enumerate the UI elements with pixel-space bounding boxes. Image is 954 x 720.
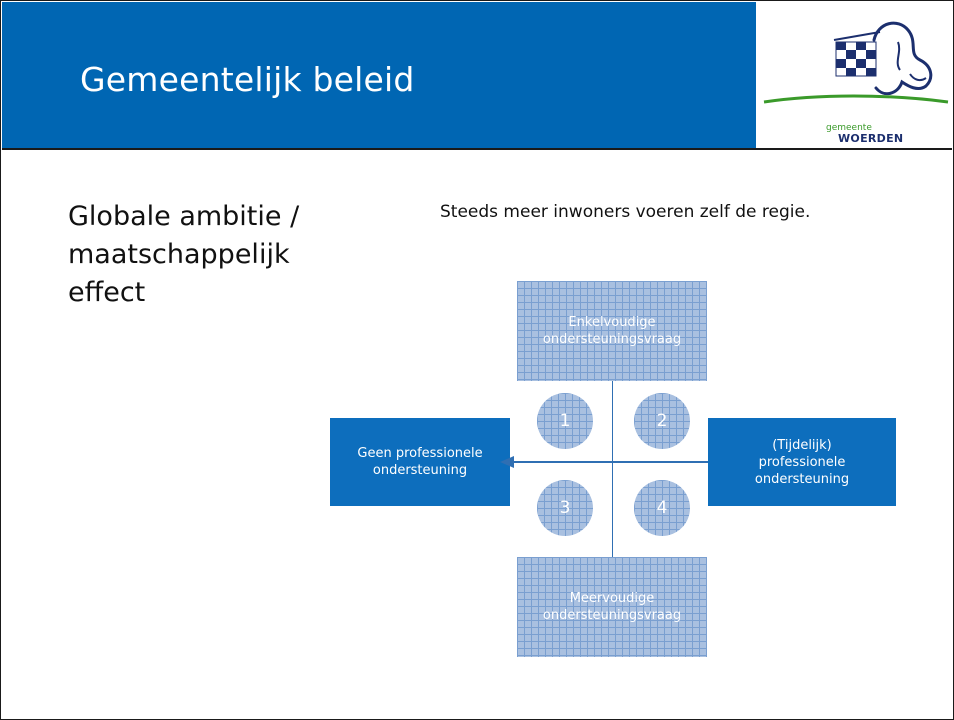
ambition-heading: Globale ambitie / maatschappelijk effect	[68, 198, 368, 312]
bottom-box-line-2: ondersteuningsvraag	[542, 608, 682, 623]
woerden-logo: gemeente WOERDEN	[758, 2, 952, 148]
slide-title: Gemeentelijk beleid	[80, 60, 415, 99]
left-box-no-professional-support: Geen professionele ondersteuning	[330, 418, 510, 506]
ambition-line-2: maatschappelijk	[68, 239, 290, 270]
right-box-line-1: (Tijdelijk)	[772, 437, 832, 453]
ambition-line-3: effect	[68, 277, 146, 308]
right-box-line-2: professionele	[758, 454, 846, 470]
logo-emblem-icon	[763, 21, 949, 104]
bottom-box-multiple-need: Meervoudige ondersteuningsvraag	[517, 557, 707, 657]
ambition-line-1: Globale ambitie /	[68, 201, 300, 232]
header-bar: Gemeentelijk beleid	[2, 2, 756, 148]
arrow-left-icon	[500, 456, 708, 468]
quadrant-3: 3	[537, 480, 593, 536]
header-divider	[2, 148, 952, 150]
left-box-line-2: ondersteuning	[372, 463, 468, 478]
top-box-line-2: ondersteuningsvraag	[542, 332, 682, 347]
right-box-line-3: ondersteuning	[754, 471, 850, 487]
quadrant-4: 4	[634, 480, 690, 536]
bottom-box-line-1: Meervoudige	[569, 591, 655, 606]
statement-text: Steeds meer inwoners voeren zelf de regi…	[440, 202, 811, 222]
logo-text-gemeente: gemeente	[826, 123, 872, 133]
top-box-single-need: Enkelvoudige ondersteuningsvraag	[517, 281, 707, 381]
right-box-professional-support: (Tijdelijk) professionele ondersteuning	[708, 418, 896, 506]
left-box-line-1: Geen professionele	[357, 446, 483, 461]
quadrant-2: 2	[634, 393, 690, 449]
logo-text-woerden: WOERDEN	[838, 132, 904, 145]
top-box-line-1: Enkelvoudige	[568, 315, 656, 330]
vertical-axis-line	[612, 370, 613, 558]
quadrant-1: 1	[537, 393, 593, 449]
